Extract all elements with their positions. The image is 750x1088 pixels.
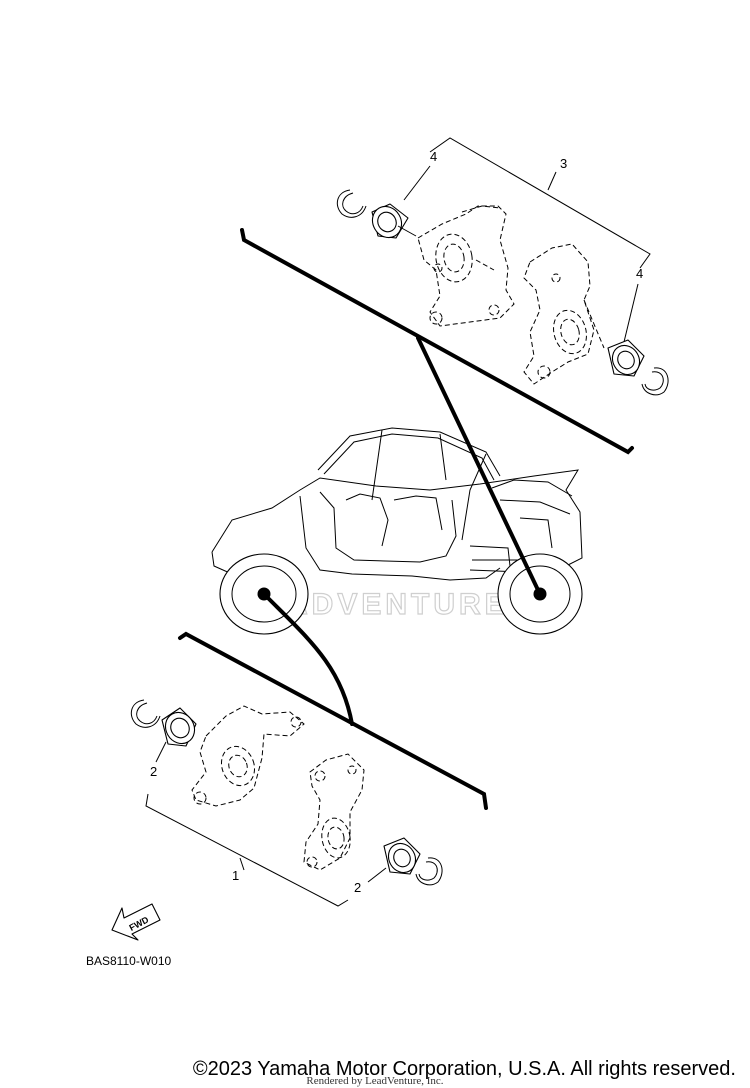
callout-3-label: 3 [560,156,567,171]
rear-left-knuckle [417,205,515,327]
diagram-code: BAS8110-W010 [86,954,171,968]
front-right-circlip [415,857,443,886]
rear-left-bearing [371,203,417,239]
callout-2-right-label: 2 [354,880,361,895]
front-group-frame-line [178,631,488,810]
front-right-knuckle [303,753,365,871]
front-hub-leader [266,596,354,726]
rear-knuckle-group: 3 4 4 [240,137,669,592]
fwd-arrow-icon: FWD [111,903,161,941]
rendered-by-notice: Rendered by LeadVenture, Inc. [306,1075,444,1087]
copyright-notice: ©2023 Yamaha Motor Corporation, U.S.A. A… [192,1058,736,1080]
front-left-bearing [161,707,197,747]
rear-left-circlip [336,189,367,218]
callout-1-label: 1 [232,868,239,883]
callout-1-bracket [145,793,349,907]
front-left-knuckle [191,705,305,807]
front-left-circlip [130,699,161,728]
vehicle-illustration: ADVENTURE [211,427,583,635]
front-knuckle-group: 1 2 2 [130,596,488,907]
rear-right-bearing [607,339,645,377]
watermark-text: ADVENTURE [286,588,509,621]
rear-right-knuckle [523,243,605,385]
callout-4-right-label: 4 [636,266,643,281]
rear-right-circlip [641,367,669,396]
callout-2-left-label: 2 [150,764,157,779]
rear-group-frame-line [240,228,634,455]
callout-4-left-label: 4 [430,149,437,164]
rear-hub-leader [416,336,540,592]
front-right-bearing [383,837,421,875]
callout-3-bracket [429,137,651,269]
rear-hub-marker [533,587,547,601]
